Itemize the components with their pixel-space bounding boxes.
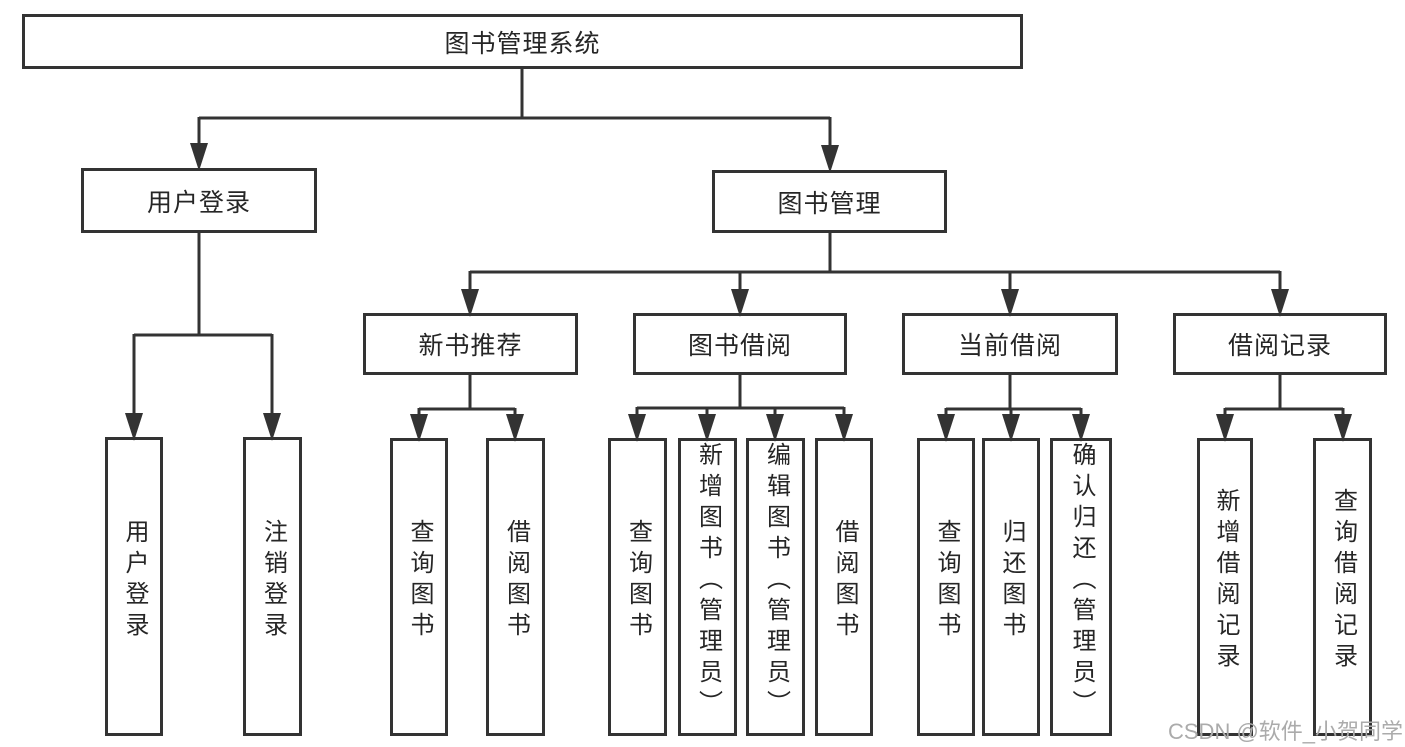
leaf-add-borrow-record: 新增借阅记录 [1197,438,1253,736]
leaf-confirm-return-admin: 确认归还（管理员） [1050,438,1112,736]
node-label: 用户登录 [146,188,251,217]
node-label: 查询借阅记录 [1329,488,1357,674]
node-label: 图书借阅 [687,332,792,360]
node-label: 确认归还（管理员） [1068,441,1095,721]
leaf-query-books-borrow: 查询图书 [608,438,667,736]
node-label: 用户登录 [121,518,148,643]
leaf-query-borrow-record: 查询借阅记录 [1313,438,1372,736]
node-library-management-system: 图书管理系统 [22,14,1023,69]
node-label: 图书管理系统 [444,29,601,58]
leaf-return-books: 归还图书 [982,438,1040,736]
leaf-query-books-recommend: 查询图书 [390,438,448,736]
node-label: 借阅图书 [831,519,858,643]
leaf-edit-books-admin: 编辑图书（管理员） [746,438,805,736]
leaf-logout: 注销登录 [243,437,302,736]
node-label: 借阅记录 [1227,332,1332,360]
node-label: 新增借阅记录 [1212,488,1239,674]
node-book-borrow: 图书借阅 [633,313,847,375]
leaf-query-books-current: 查询图书 [917,438,975,736]
node-label: 查询图书 [933,519,960,643]
node-label: 查询图书 [406,519,433,643]
node-label: 新增图书（管理员） [694,441,722,721]
node-current-borrow: 当前借阅 [902,313,1118,375]
node-label: 当前借阅 [957,332,1062,360]
node-user-login: 用户登录 [81,168,317,233]
leaf-user-login: 用户登录 [105,437,163,736]
node-label: 注销登录 [259,518,287,643]
node-label: 归还图书 [998,519,1025,643]
node-borrow-records: 借阅记录 [1173,313,1387,375]
leaf-add-books-admin: 新增图书（管理员） [678,438,737,736]
node-new-book-recommend: 新书推荐 [363,313,578,375]
leaf-borrow-books: 借阅图书 [815,438,873,736]
node-label: 查询图书 [624,519,652,643]
node-label: 借阅图书 [502,519,530,643]
leaf-borrow-books-recommend: 借阅图书 [486,438,545,736]
csdn-watermark: CSDN @软件_小贺同学 [1168,719,1404,744]
node-book-management: 图书管理 [712,170,947,233]
node-label: 图书管理 [777,189,882,218]
node-label: 新书推荐 [418,332,523,360]
node-label: 编辑图书（管理员） [762,441,790,721]
